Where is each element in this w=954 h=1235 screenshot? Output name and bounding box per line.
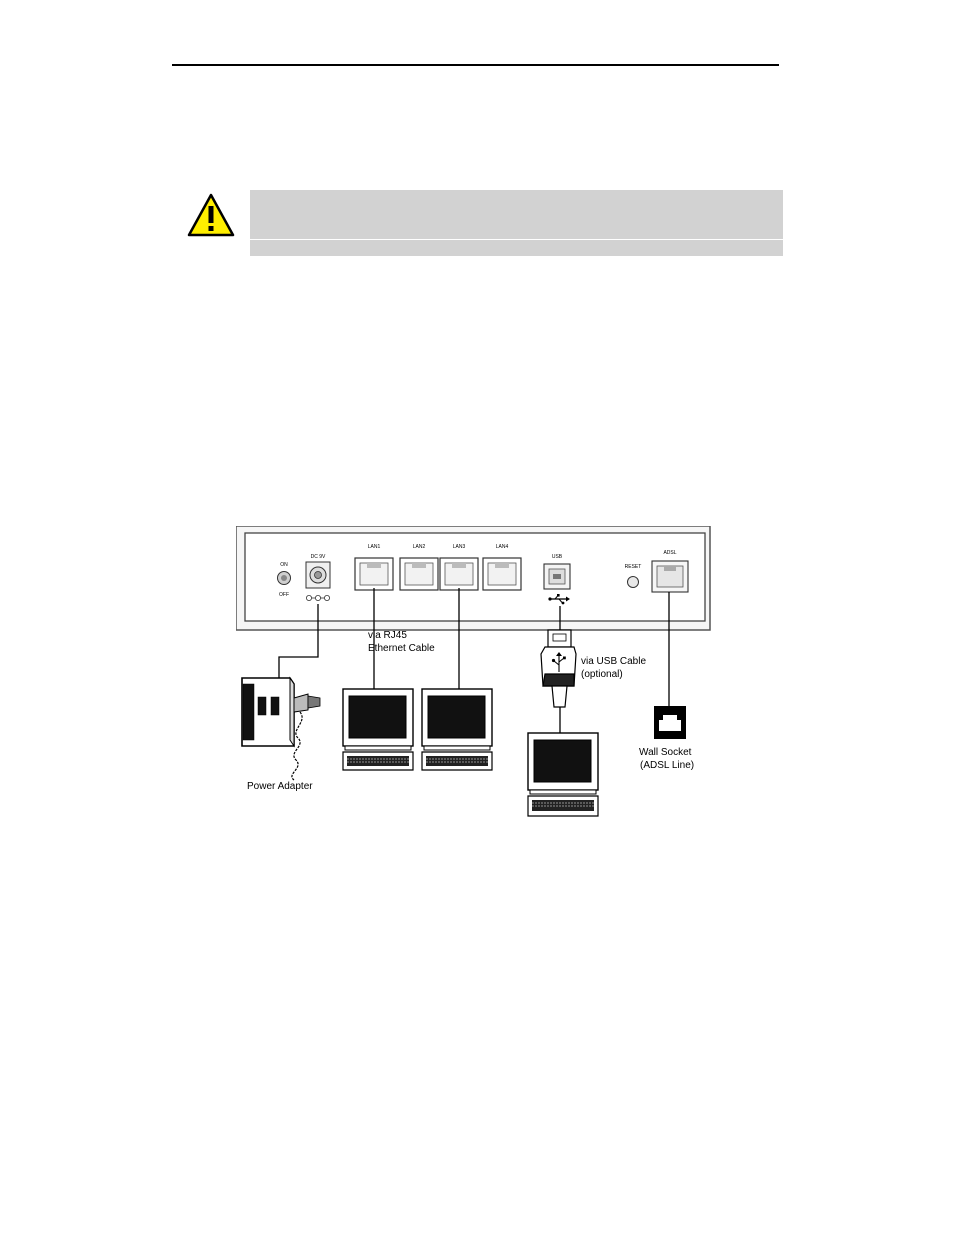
usb-port-label: USB bbox=[552, 554, 563, 560]
usb-callout-line2: (optional) bbox=[581, 669, 623, 680]
computer-3-icon bbox=[527, 732, 599, 817]
computer-1-icon bbox=[342, 688, 414, 771]
header-rule bbox=[172, 64, 779, 66]
warning-triangle-icon bbox=[187, 193, 235, 237]
reset-button: RESET bbox=[625, 564, 642, 588]
lan-port-3: LAN3 bbox=[439, 544, 479, 591]
power-cable bbox=[278, 604, 319, 678]
lan-port-4: LAN4 bbox=[482, 544, 522, 591]
lan-port-2-label: LAN2 bbox=[413, 544, 426, 550]
computer-2-icon bbox=[421, 688, 493, 771]
rj45-callout-line1: via RJ45 bbox=[368, 630, 407, 641]
power-on-label: ON bbox=[280, 562, 288, 568]
caution-note-divider bbox=[250, 239, 783, 240]
wall-socket-label-line2: (ADSL Line) bbox=[640, 760, 694, 771]
lan-port-1: LAN1 bbox=[354, 544, 394, 591]
caution-note-band bbox=[250, 190, 783, 256]
usb-symbol-icon bbox=[548, 594, 570, 605]
lan-port-1-label: LAN1 bbox=[368, 544, 381, 550]
adsl-port: ADSL bbox=[651, 550, 689, 593]
lan-port-4-label: LAN4 bbox=[496, 544, 509, 550]
usb-callout-line1: via USB Cable bbox=[581, 656, 646, 667]
lan-port-3-label: LAN3 bbox=[453, 544, 466, 550]
dc-jack-label: DC 9V bbox=[311, 554, 326, 560]
reset-label: RESET bbox=[625, 564, 642, 570]
usb-port: USB bbox=[543, 554, 571, 605]
usb-plug-icon bbox=[540, 629, 577, 708]
power-off-label: OFF bbox=[279, 592, 289, 598]
lan-port-2: LAN2 bbox=[399, 544, 439, 591]
power-adapter-icon bbox=[241, 676, 321, 781]
adsl-port-label: ADSL bbox=[663, 550, 676, 556]
wall-socket-icon bbox=[654, 706, 686, 739]
rj45-callout-line2: Ethernet Cable bbox=[368, 643, 435, 654]
dc-power-jack: DC 9V bbox=[305, 554, 331, 602]
power-adapter-label: Power Adapter bbox=[247, 781, 313, 792]
connection-diagram: ON OFF DC 9V LAN1 LAN2 LAN3 LAN4 bbox=[235, 525, 716, 820]
power-switch: ON OFF bbox=[277, 562, 291, 598]
cables bbox=[278, 588, 670, 733]
wall-socket-label-line1: Wall Socket bbox=[639, 747, 692, 758]
